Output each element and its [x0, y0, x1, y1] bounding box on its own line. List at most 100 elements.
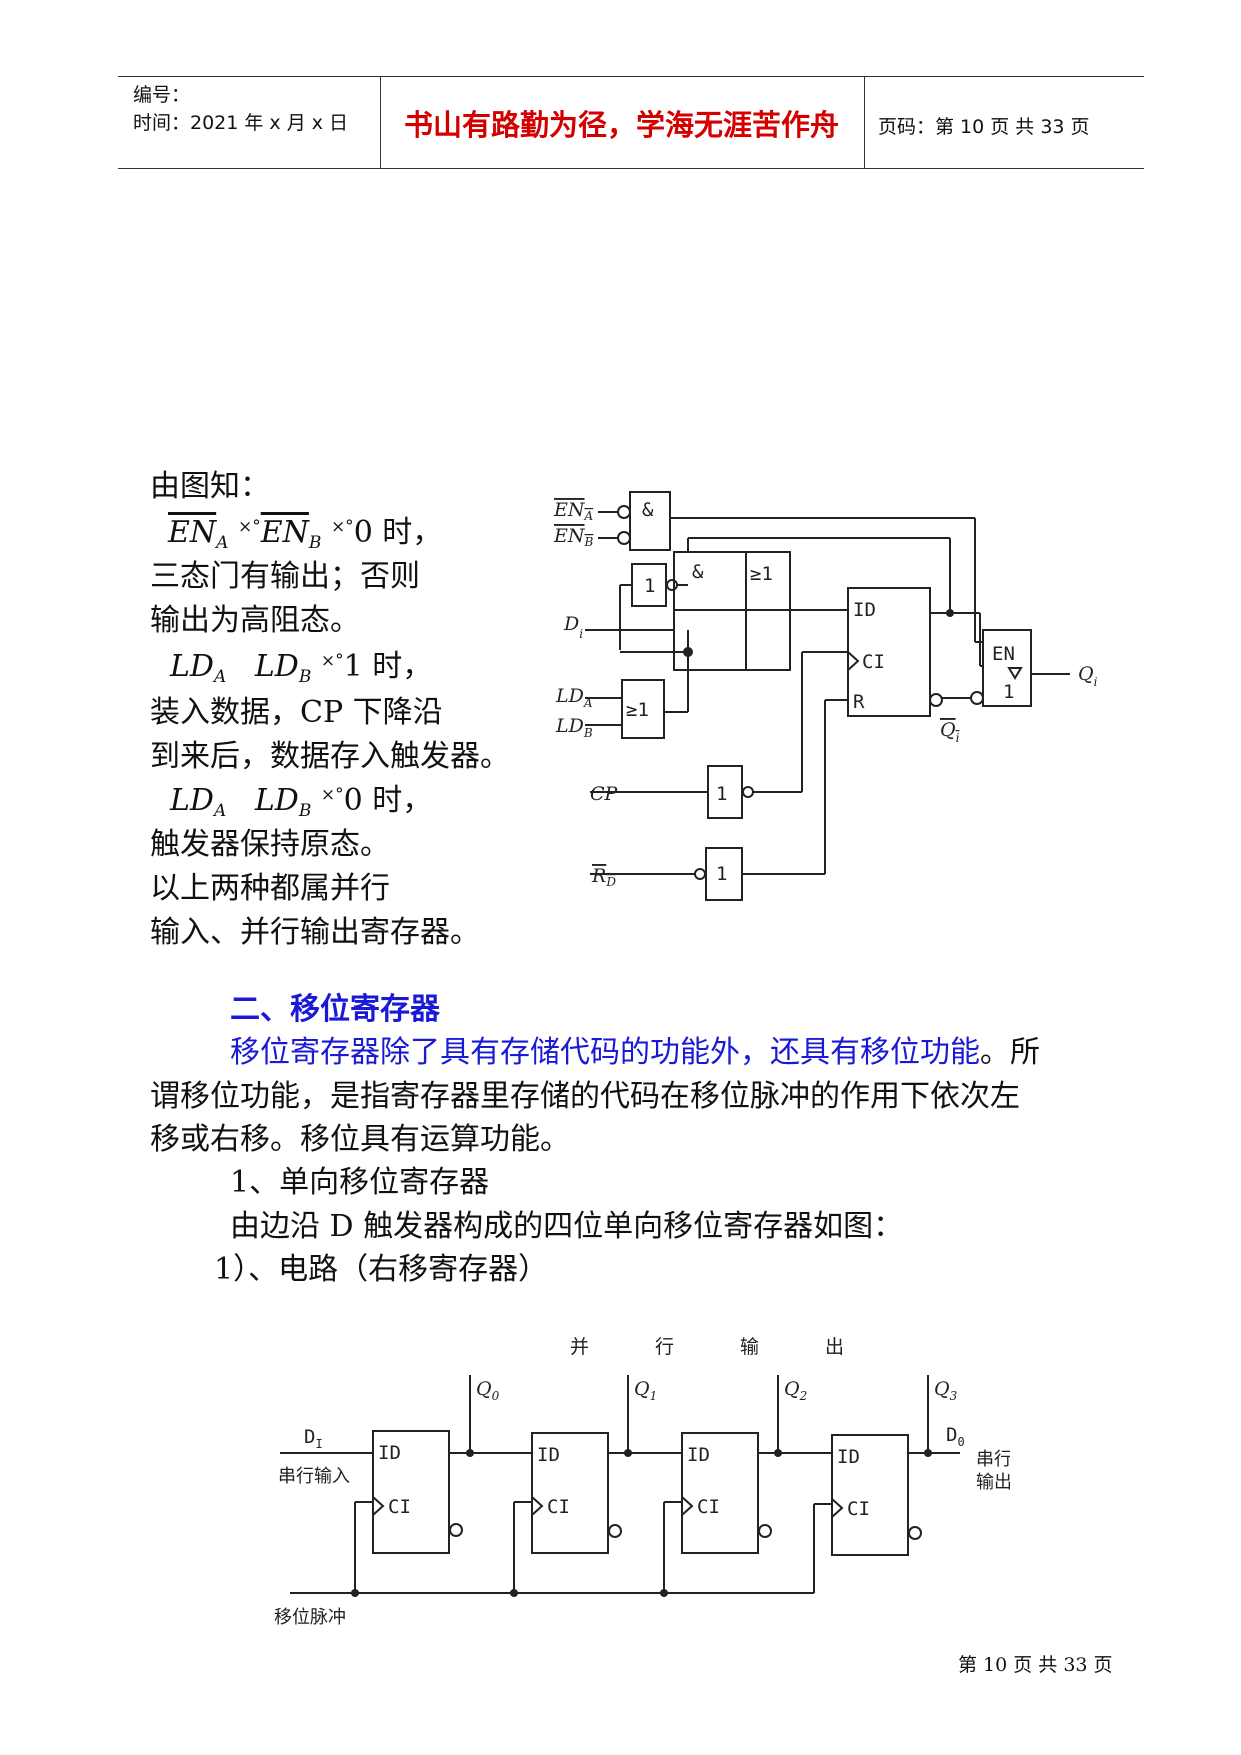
en-a-symbol: EN [168, 515, 217, 550]
svg-text:LDB: LDB [555, 715, 593, 740]
and-label: & [692, 561, 704, 583]
q0-label: Q [476, 1378, 492, 1400]
operator-symbol: ×° [330, 517, 354, 537]
text-line-9: 触发器保持原态。 [150, 827, 390, 862]
condition-tail: 1 时， [343, 649, 433, 684]
q2-sub: 2 [799, 1389, 808, 1403]
ld-a-sub: A [213, 667, 227, 687]
en-a-sub: A [216, 533, 229, 553]
serial-output-label-2: 输出 [976, 1472, 1010, 1493]
page-footer: 第 10 页 共 33 页 [958, 1654, 1113, 1676]
paragraph-line-1: 移位寄存器除了具有存储代码的功能外，还具有移位功能。所 [230, 1038, 1040, 1068]
qbar-sub-label: i [956, 731, 960, 745]
serial-output-label-1: 串行 [976, 1449, 1010, 1470]
condition-tail: 0 时， [353, 515, 443, 550]
svg-text:DI: DI [304, 1426, 323, 1451]
qi-label: Q [1078, 663, 1094, 685]
rd-sub-label: D [605, 875, 616, 889]
q0-sub: 0 [492, 1389, 500, 1403]
text-line-7: 到来后，数据存入触发器。 [150, 739, 510, 774]
q3-label: Q [934, 1378, 950, 1400]
svg-text:Q0: Q0 [476, 1378, 500, 1403]
en-a-bubble [617, 505, 631, 519]
text-line-6: 装入数据，CP 下降沿 [150, 695, 443, 730]
ff1-ci: CI [547, 1496, 570, 1518]
header-bottom-rule [118, 168, 1144, 169]
ld-or-label: ≥1 [626, 699, 649, 721]
condition-tail: 0 时， [343, 783, 433, 818]
subheading-1: 1、单向移位寄存器 [230, 1165, 490, 1200]
ff1-id: ID [537, 1444, 560, 1466]
cp-label: CP [590, 783, 619, 805]
di-sub-label: i [579, 627, 583, 641]
rd-label: R [591, 865, 606, 887]
not-1-label: 1 [644, 575, 655, 597]
text-line-3: 三态门有输出；否则 [150, 559, 420, 594]
text-line-4: 输出为高阻态。 [150, 603, 360, 638]
ff0-ci: CI [388, 1496, 411, 1518]
ld-b-sub-label: B [583, 726, 593, 740]
ff0-id: ID [378, 1442, 401, 1464]
ff-id-label: ID [853, 599, 876, 621]
di-label: D [304, 1426, 315, 1448]
ld-b-label: LD [555, 715, 584, 737]
ff3-id: ID [837, 1446, 860, 1468]
di-sub: I [315, 1437, 322, 1451]
ld-a-sub-label: A [583, 696, 593, 710]
svg-text:ENB: ENB [553, 525, 594, 549]
ld-b-symbol: LD [254, 783, 299, 818]
paragraph-line-2: 谓移位功能，是指寄存器里存储的代码在移位脉冲的作用下依次左 [150, 1079, 1020, 1114]
paragraph-line-3: 移或右移。移位具有运算功能。 [150, 1122, 570, 1157]
condition-en: ENA ×°ENB ×°0 时， [168, 518, 442, 552]
cp-not-label: 1 [716, 783, 727, 805]
q2-label: Q [784, 1378, 800, 1400]
en-buffer-label: EN [992, 643, 1015, 665]
svg-text:Q1: Q1 [634, 1378, 657, 1403]
and-gate-label: & [642, 499, 654, 521]
en-b-sub-label: B [584, 535, 594, 549]
d0-label: D [946, 1424, 957, 1446]
flip-flop-3 [831, 1434, 909, 1556]
header-number-label: 编号： [133, 84, 191, 106]
q1-sub: 1 [650, 1389, 658, 1403]
ld-b-sub: B [298, 667, 312, 687]
serial-input-label: 串行输入 [278, 1466, 350, 1487]
en-and-gate [629, 491, 671, 551]
clock-label: 移位脉冲 [274, 1607, 346, 1625]
en-b-bubble [617, 531, 631, 545]
condition-ld-1: LDA LDB ×°1 时， [170, 652, 432, 686]
en-a-label: EN [553, 499, 586, 521]
en-b-sub: B [308, 533, 322, 553]
svg-text:D0: D0 [946, 1424, 965, 1449]
d0-sub: 0 [957, 1435, 964, 1449]
flip-flop-1 [531, 1432, 609, 1554]
subheading-2: 由边沿 D 触发器构成的四位单向移位寄存器如图： [230, 1209, 904, 1244]
text-line-11: 输入、并行输出寄存器。 [150, 915, 480, 950]
ff2-ci: CI [697, 1496, 720, 1518]
svg-text:Q3: Q3 [934, 1378, 958, 1403]
ff-r-label: R [853, 691, 865, 713]
paragraph-rest: 所 [1010, 1035, 1040, 1070]
or-label: ≥1 [750, 563, 773, 585]
qbar-label: Q [940, 719, 956, 741]
ld-b-sub: B [298, 801, 312, 821]
svg-text:Di: Di [563, 613, 583, 641]
flip-flop-0 [372, 1430, 450, 1554]
condition-ld-0: LDA LDB ×°0 时， [170, 786, 432, 820]
svg-text:Qi: Qi [940, 719, 960, 745]
title-char-4: 出 [825, 1336, 844, 1358]
operator-symbol: ×° [320, 651, 344, 671]
header-page-label: 页码：第 10 页 共 33 页 [878, 116, 1090, 138]
paragraph-highlight: 移位寄存器除了具有存储代码的功能外，还具有移位功能 [230, 1035, 980, 1070]
ld-b-symbol: LD [254, 649, 299, 684]
header-divider-left [380, 76, 381, 168]
en-a-sub-label: A [584, 509, 594, 523]
shift-register-diagram: 并 行 输 出 [274, 1336, 1010, 1625]
header-motto: 书山有路勤为径，学海无涯苦作舟 [404, 108, 840, 142]
section-heading: 二、移位寄存器 [230, 992, 440, 1027]
tri-state-buffer [982, 629, 1032, 707]
ff-ci-label: CI [862, 651, 885, 673]
header-top-rule [118, 76, 1144, 77]
q3-sub: 3 [950, 1389, 958, 1403]
ff2-id: ID [687, 1444, 710, 1466]
